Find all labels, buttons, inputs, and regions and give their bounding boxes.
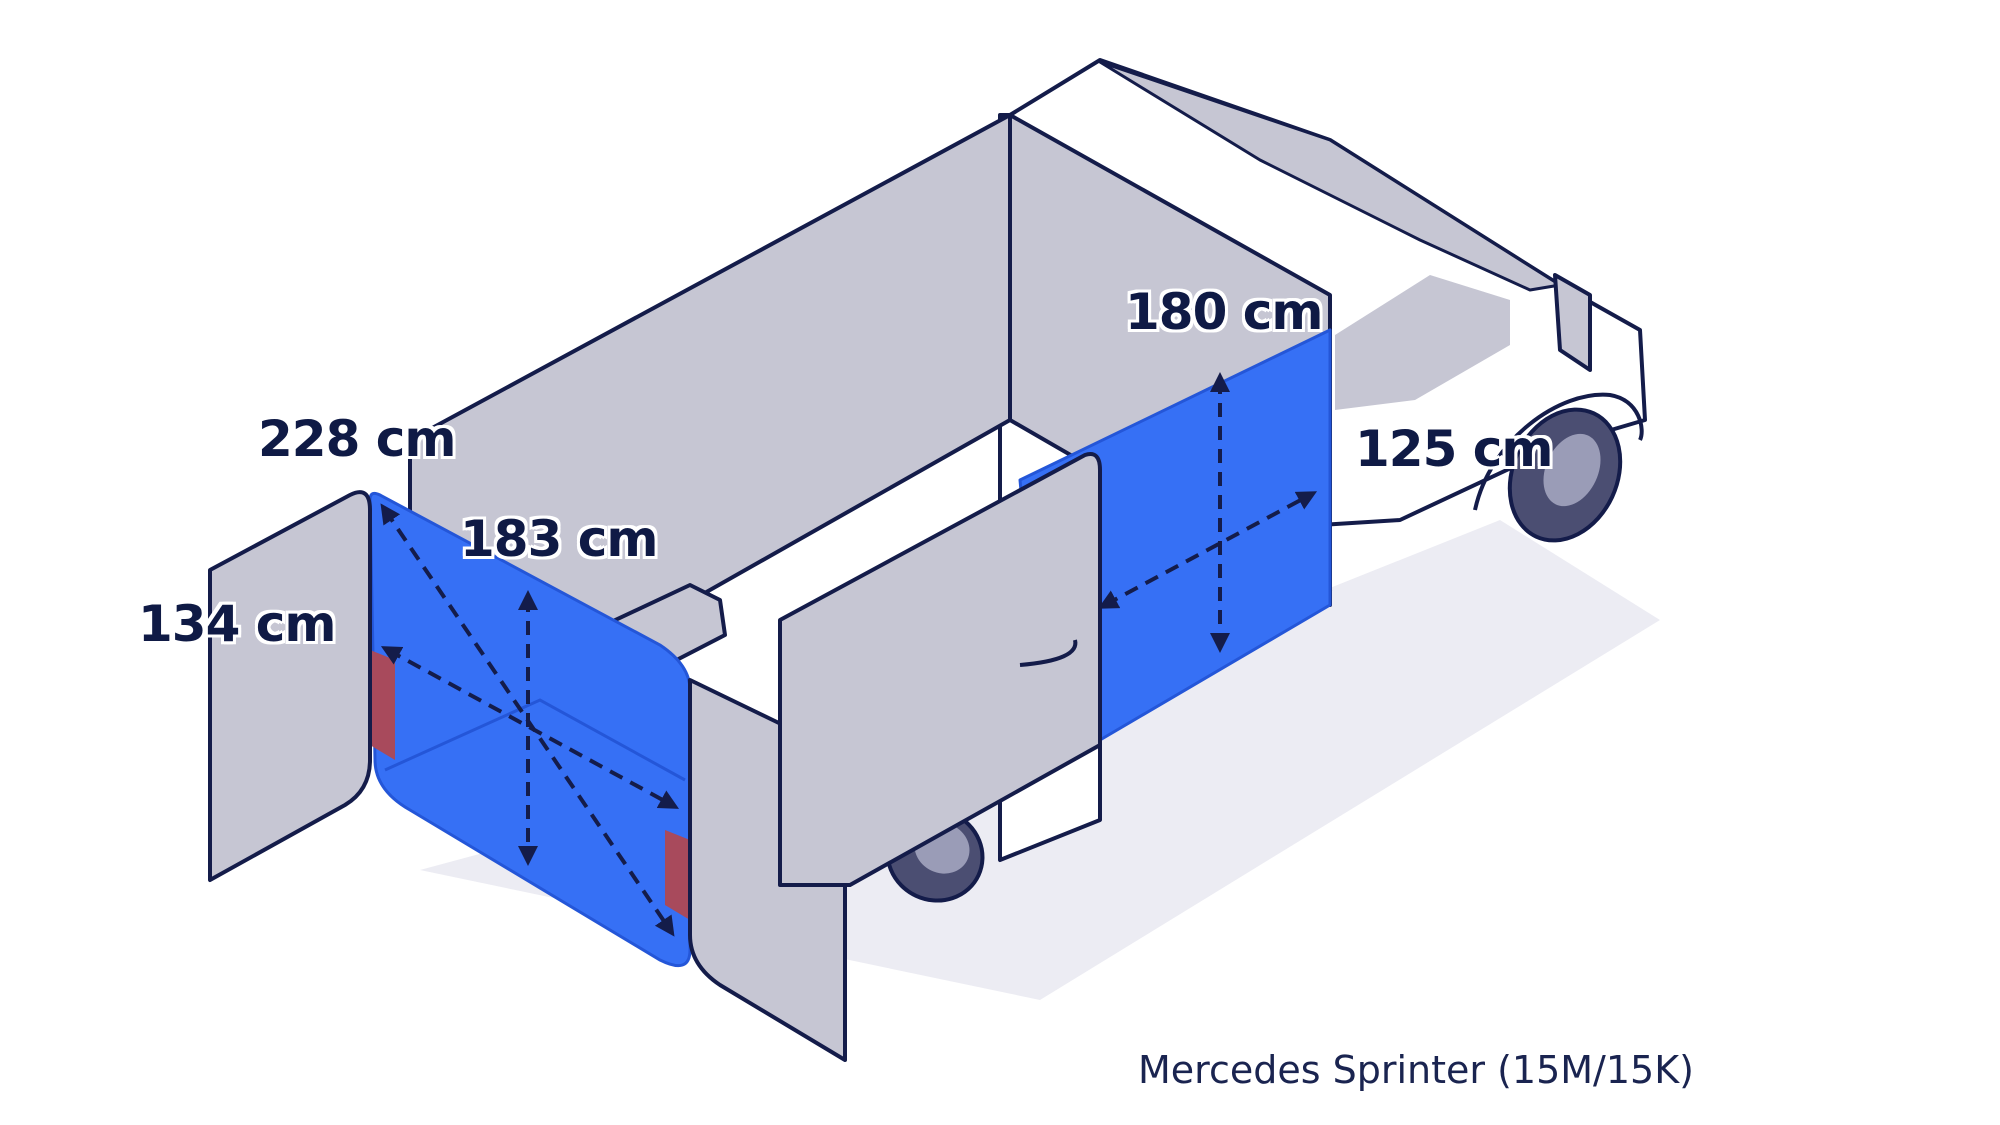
- label-length: 134 cm: [138, 595, 337, 653]
- front-wheel-arch: [1473, 392, 1644, 511]
- vehicle-caption: Mercedes Sprinter (15M/15K): [1138, 1048, 1694, 1092]
- label-side-width: 125 cm: [1355, 420, 1554, 478]
- label-diagonal: 183 cm: [460, 510, 659, 568]
- door-handle: [1019, 639, 1078, 667]
- windshield: [1098, 60, 1562, 292]
- tail-light-right: [665, 830, 690, 920]
- arrow-front-width: [1097, 491, 1318, 609]
- side-window: [1335, 275, 1510, 410]
- tail-light-left: [370, 650, 395, 760]
- rear-door-left: [208, 490, 372, 882]
- label-cabin-height: 180 cm: [1125, 283, 1324, 341]
- side-sliding-door: [778, 452, 1102, 887]
- front-wheel-hub: [1543, 433, 1601, 507]
- label-width-rear: 228 cm: [258, 410, 457, 468]
- headlight: [1553, 273, 1592, 372]
